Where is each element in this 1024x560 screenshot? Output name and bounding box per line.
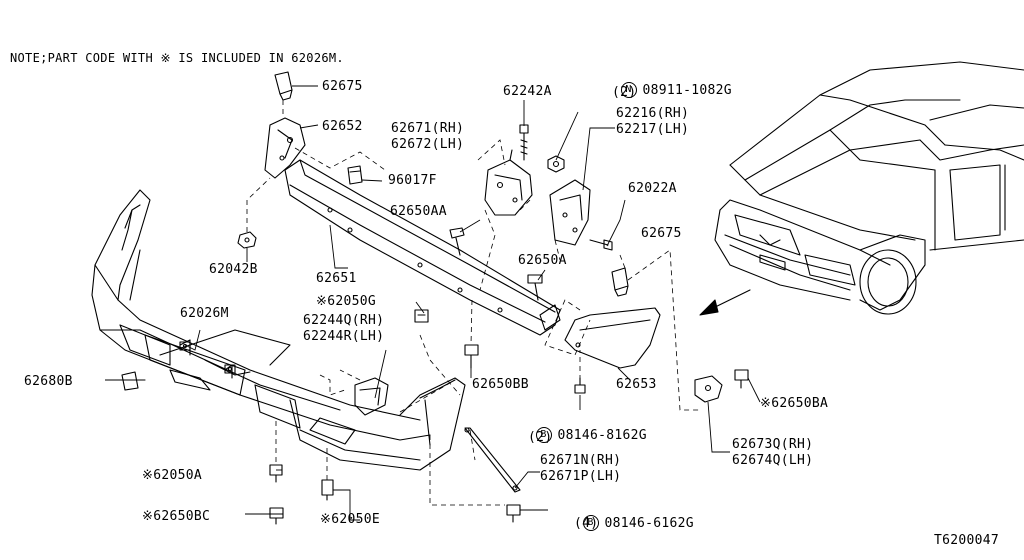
nut-62042B xyxy=(237,231,257,249)
part-label-62671-rh: 62671(RH) xyxy=(391,121,465,136)
stay-62671N xyxy=(464,427,521,493)
truck-illustration xyxy=(714,61,1024,315)
part-label-96017F: 96017F xyxy=(388,173,437,188)
part-label-62216-rh: 62216(RH) xyxy=(616,106,690,121)
part-label-62672-lh: 62672(LH) xyxy=(391,137,465,152)
clip-62050G xyxy=(414,309,429,323)
leader-lines xyxy=(105,85,761,521)
part-label-62650A: 62650A xyxy=(518,253,567,268)
part-label-62244Q: 62244Q(RH) xyxy=(303,313,385,328)
part-label-62680B: 62680B xyxy=(24,374,73,389)
nut-08911 xyxy=(547,155,565,173)
clip-62680B xyxy=(121,371,146,391)
note-text: NOTE;PART CODE WITH ※ IS INCLUDED IN 620… xyxy=(10,51,344,65)
n-symbol: N xyxy=(620,82,637,98)
part-label-62217-lh: 62217(LH) xyxy=(616,122,690,137)
bracket-62244 xyxy=(354,377,389,416)
part-label-62050A: ※62050A xyxy=(142,468,202,483)
part-label-62653: 62653 xyxy=(616,377,657,392)
part-label-62650BA: ※62650BA xyxy=(760,396,829,411)
bumper-lower-cover xyxy=(289,377,466,471)
part-label-62650BC: ※62650BC xyxy=(142,509,211,524)
bolt-62650BB xyxy=(464,344,479,369)
part-label-62651: 62651 xyxy=(316,271,357,286)
bracket-62671 xyxy=(484,149,533,216)
part-label-62650BB: 62650BB xyxy=(472,377,529,392)
bracket-62652 xyxy=(264,117,306,179)
part-label-62673Q-rh: 62673Q(RH) xyxy=(732,437,814,452)
part-label-62244R: 62244R(LH) xyxy=(303,329,385,344)
part-label-62674Q-lh: 62674Q(LH) xyxy=(732,453,814,468)
part-label-62650AA: 62650AA xyxy=(390,204,447,219)
part-qty-08911: (2) xyxy=(612,85,637,100)
part-label-62042B: 62042B xyxy=(209,262,258,277)
bolt-62242A xyxy=(519,124,529,161)
part-qty-08146-8162G: (2) xyxy=(528,430,553,445)
diagram-code: T6200047 xyxy=(934,533,1000,548)
part-code-08911: 08911-1082G xyxy=(642,82,732,98)
bumper-frame-62026M xyxy=(91,189,431,441)
clip-62675-top xyxy=(274,71,293,101)
part-label-62652: 62652 xyxy=(322,119,363,134)
clip-62050A xyxy=(269,464,283,483)
bolt-62650BC xyxy=(269,507,284,525)
part-label-62671N-rh: 62671N(RH) xyxy=(540,453,622,468)
side-cover-62653 xyxy=(564,307,661,369)
part-code-08146-6162G: 08146-6162G xyxy=(604,515,694,531)
part-code-08146-8162G: 08146-8162G xyxy=(557,427,647,443)
bolt-62022A xyxy=(589,239,613,251)
part-qty-08146-6162G: (4) xyxy=(574,516,599,531)
bracket-62216 xyxy=(549,179,591,246)
assembly-lines xyxy=(246,100,700,506)
part-label-62022A: 62022A xyxy=(628,181,677,196)
part-label-62671P-lh: 62671P(LH) xyxy=(540,469,622,484)
part-label-62050E: ※62050E xyxy=(320,512,380,527)
part-label-08146-8162G: B 08146-8162G xyxy=(503,412,647,458)
part-label-62242A: 62242A xyxy=(503,84,552,99)
clip-62675-right xyxy=(611,267,629,297)
part-label-62026M: 62026M xyxy=(180,306,229,321)
bracket-62673Q xyxy=(694,375,723,403)
clip-62050E xyxy=(321,479,334,501)
reinforcement-62651 xyxy=(284,159,561,336)
bolt-62650BA xyxy=(734,369,749,389)
b-symbol-2: B xyxy=(582,515,599,531)
part-label-08911-1082G: N 08911-1082G xyxy=(588,67,732,113)
part-label-62675-top: 62675 xyxy=(322,79,363,94)
bolt-62650A xyxy=(527,274,543,301)
bolt-08146-8162G xyxy=(574,377,586,394)
clip-96017F xyxy=(347,165,363,185)
bolt-08146-6162G xyxy=(506,504,521,523)
part-label-62675-right: 62675 xyxy=(641,226,682,241)
part-label-08146-6162G: B 08146-6162G xyxy=(550,500,694,546)
direction-arrow xyxy=(699,289,751,316)
part-label-62050G: ※62050G xyxy=(316,294,376,309)
b-symbol-1: B xyxy=(535,427,552,443)
bolt-62650AA xyxy=(449,227,465,256)
